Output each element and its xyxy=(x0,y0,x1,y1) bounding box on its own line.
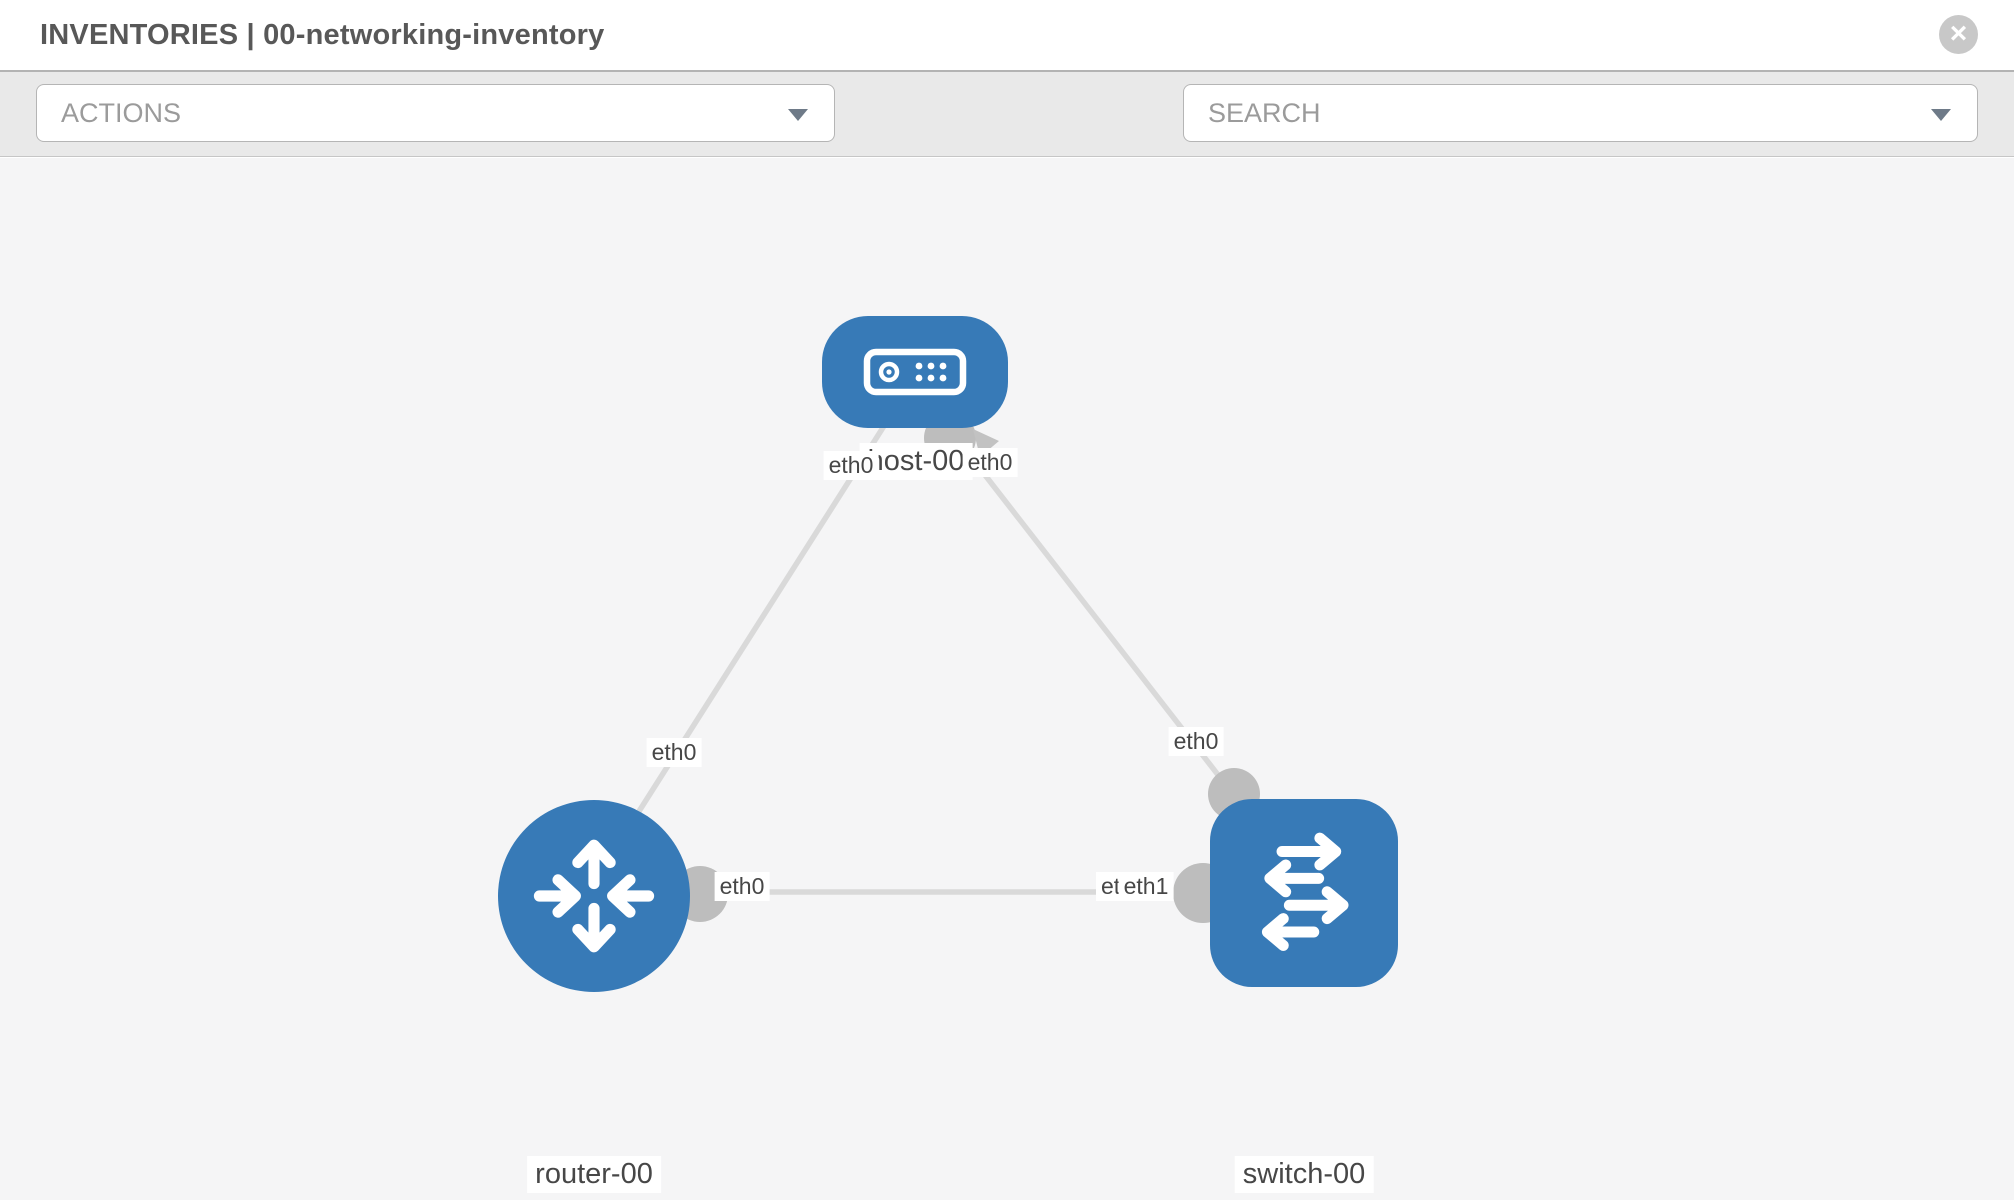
server-icon xyxy=(863,348,967,396)
iface-label-switch-eth1: eth1 xyxy=(1118,872,1174,901)
close-button[interactable]: × xyxy=(1939,15,1978,54)
router-icon xyxy=(533,839,655,953)
search-dropdown-label: SEARCH xyxy=(1208,98,1321,128)
iface-label-host-eth0-left: eth0 xyxy=(823,451,879,480)
topology-edges-layer xyxy=(633,412,1260,923)
switch-icon xyxy=(1261,832,1349,951)
caret-down-icon xyxy=(1931,109,1951,121)
iface-label-router-eth0-right: eth0 xyxy=(714,872,770,901)
iface-label-switch-eth0-top: eth0 xyxy=(1168,727,1224,756)
page-title: INVENTORIES | 00-networking-inventory xyxy=(40,19,605,51)
topology-canvas[interactable]: host-00 router-00 switch-00 eth0 eth0 et… xyxy=(0,158,2014,1200)
actions-dropdown[interactable]: ACTIONS xyxy=(36,84,835,142)
node-label-host: host-00 xyxy=(859,443,973,480)
actions-dropdown-label: ACTIONS xyxy=(61,98,182,128)
node-label-router: router-00 xyxy=(527,1156,661,1193)
search-dropdown[interactable]: SEARCH xyxy=(1183,84,1978,142)
node-switch-00[interactable] xyxy=(1210,799,1398,987)
node-label-switch: switch-00 xyxy=(1234,1156,1374,1193)
header: INVENTORIES | 00-networking-inventory × xyxy=(0,0,2014,72)
caret-down-icon xyxy=(788,109,808,121)
node-router-00[interactable] xyxy=(498,800,690,992)
iface-label-host-eth0-right: eth0 xyxy=(962,448,1018,477)
close-icon: × xyxy=(1949,17,1968,50)
toolbar: ACTIONS SEARCH xyxy=(0,72,2014,205)
iface-label-router-eth0-top: eth0 xyxy=(646,738,702,767)
node-host-00[interactable] xyxy=(822,316,1008,428)
